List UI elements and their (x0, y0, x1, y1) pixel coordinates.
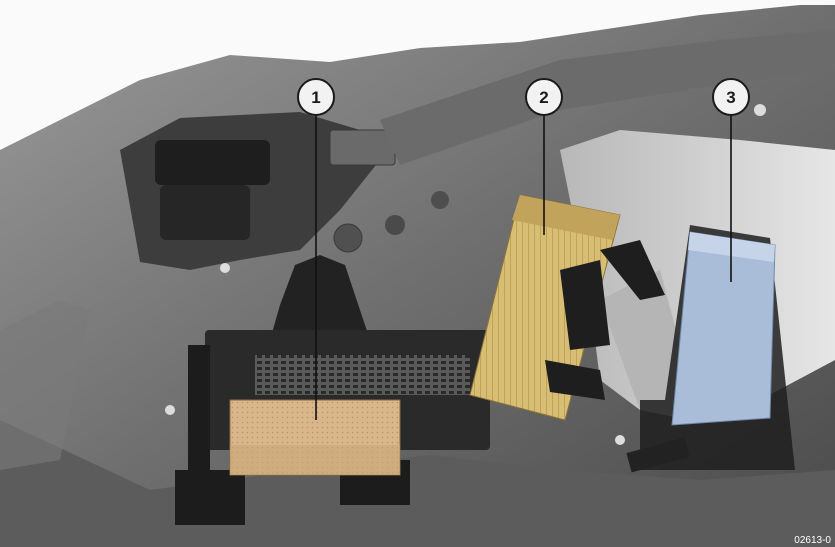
callout-1: 1 (297, 78, 335, 116)
module-2-assembly (469, 194, 665, 421)
figure-reference-code: 02613-0 (794, 535, 831, 546)
callout-leaders (315, 115, 732, 420)
callout-2-number: 2 (539, 88, 548, 107)
module-3-assembly (626, 225, 795, 473)
module-3-housing (671, 231, 776, 426)
callout-3: 3 (712, 78, 750, 116)
callout-2: 2 (525, 78, 563, 116)
module-2-housing (469, 194, 621, 421)
callout-1-number: 1 (311, 88, 320, 107)
module-1-assembly (175, 255, 490, 525)
callout-3-number: 3 (726, 88, 735, 107)
